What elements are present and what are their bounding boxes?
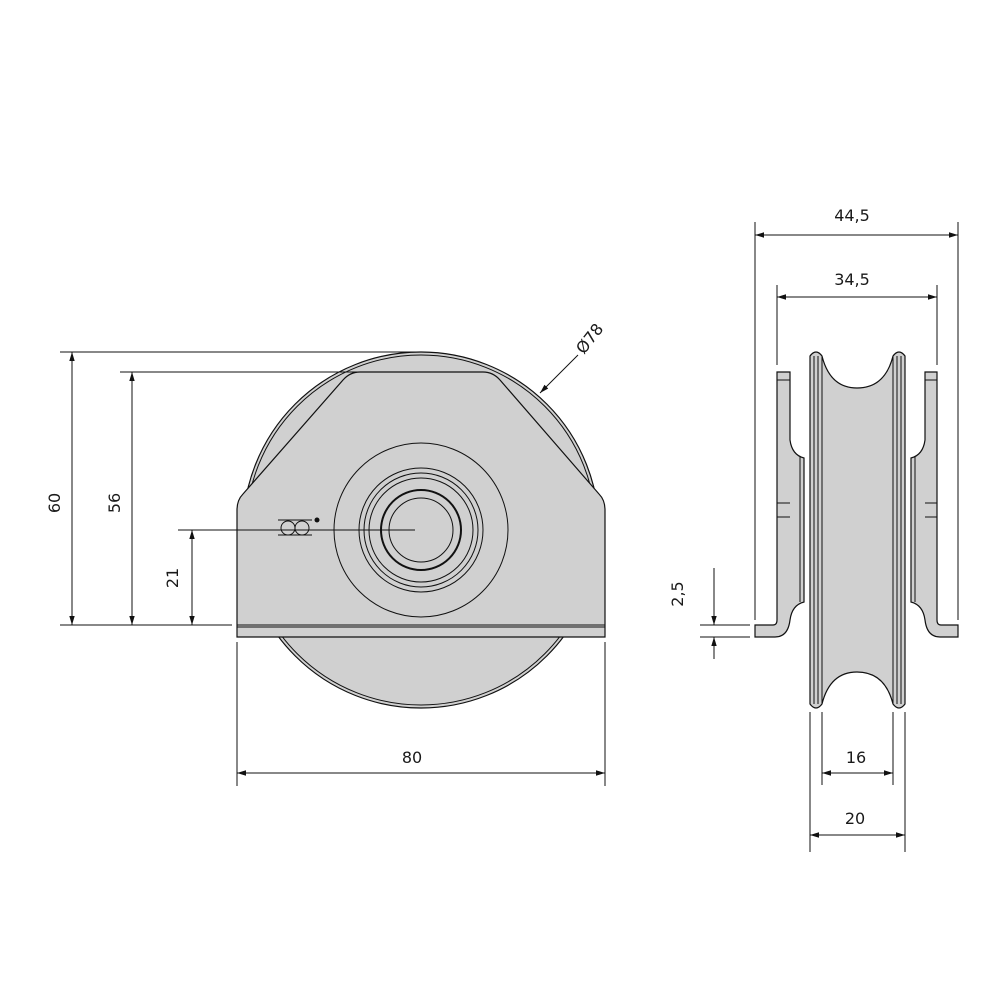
dim-bracket-inner-width: 34,5 xyxy=(834,270,870,289)
dim-bracket-height: 56 xyxy=(105,493,124,513)
dim-width: 80 xyxy=(402,748,422,767)
dim-overall-width: 44,5 xyxy=(834,206,870,225)
dim-axle-height: 21 xyxy=(163,568,182,588)
side-view: 44,5 34,5 2,5 16 20 xyxy=(668,206,959,852)
dim-overall-height: 60 xyxy=(45,493,64,513)
brand-logo xyxy=(278,517,320,536)
wheel-side xyxy=(809,351,906,709)
right-bracket xyxy=(910,371,959,638)
dim-groove-width: 16 xyxy=(846,748,866,767)
bracket-plate xyxy=(236,371,606,638)
dim-plate-thickness: 2,5 xyxy=(668,581,687,606)
hub xyxy=(333,442,509,618)
dim-leader-diameter xyxy=(539,354,579,394)
dim-wheel-diameter: Ø78 xyxy=(572,320,607,358)
front-view: 60 56 21 80 Ø78 xyxy=(45,320,607,786)
dim-wheel-width: 20 xyxy=(845,809,865,828)
left-bracket xyxy=(754,371,805,638)
